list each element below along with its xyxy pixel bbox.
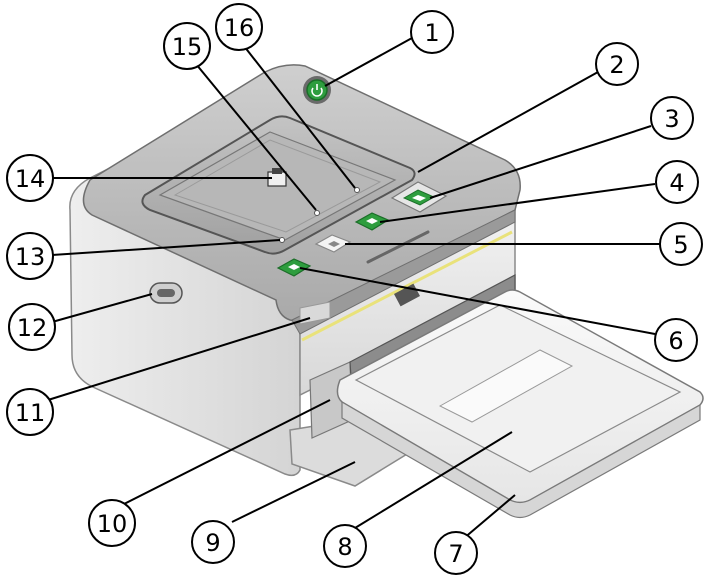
callout-label: 1 xyxy=(424,19,439,47)
leader-11 xyxy=(47,317,311,401)
leader-12 xyxy=(51,293,153,323)
leader-lines xyxy=(47,37,660,540)
callout-12: 12 xyxy=(8,303,56,351)
leader-10 xyxy=(121,399,331,506)
leader-15 xyxy=(195,63,317,211)
leader-6 xyxy=(299,267,656,335)
callout-10: 10 xyxy=(88,499,136,547)
dock-cover-inset xyxy=(173,139,382,233)
leader-2 xyxy=(417,71,599,173)
leader-13 xyxy=(51,239,281,256)
usb-port-icon[interactable] xyxy=(149,282,183,304)
leader-8 xyxy=(354,431,513,529)
leader-3 xyxy=(429,125,652,199)
callout-1: 1 xyxy=(410,10,454,54)
paper-tray-handle xyxy=(438,349,574,423)
callout-label: 6 xyxy=(668,327,683,355)
callout-label: 5 xyxy=(673,231,688,259)
callout-14: 14 xyxy=(6,154,54,202)
dock-connector-icon[interactable] xyxy=(267,168,287,187)
callout-label: 15 xyxy=(172,33,203,61)
callout-label: 2 xyxy=(609,51,624,79)
callout-9: 9 xyxy=(191,520,235,564)
navigation-pad-icon[interactable] xyxy=(390,181,448,213)
cancel-button-icon[interactable] xyxy=(314,234,352,253)
callout-label: 14 xyxy=(15,165,46,193)
leader-9 xyxy=(231,461,356,523)
print-button-icon[interactable] xyxy=(354,212,390,231)
callout-8: 8 xyxy=(323,524,367,568)
status-light-16 xyxy=(354,187,360,193)
callout-6: 6 xyxy=(654,318,698,362)
status-light-13 xyxy=(279,237,285,243)
printer-front-lip xyxy=(291,209,516,335)
leader-7 xyxy=(462,494,516,540)
callout-16: 16 xyxy=(215,3,263,51)
callout-5: 5 xyxy=(659,222,703,266)
callout-3: 3 xyxy=(650,96,694,140)
callout-7: 7 xyxy=(434,531,478,575)
callout-4: 4 xyxy=(655,160,699,204)
paper-tray-front xyxy=(341,400,701,519)
callout-label: 8 xyxy=(337,533,352,561)
callout-11: 11 xyxy=(6,388,54,436)
callout-13: 13 xyxy=(6,232,54,280)
leader-1 xyxy=(324,37,413,87)
callout-label: 3 xyxy=(664,105,679,133)
auto-fix-button-icon[interactable] xyxy=(276,258,312,277)
power-button-icon[interactable] xyxy=(303,76,331,104)
callout-label: 11 xyxy=(15,399,46,427)
callout-label: 7 xyxy=(448,540,463,568)
callout-2: 2 xyxy=(595,42,639,86)
callout-label: 12 xyxy=(17,314,48,342)
led-light-bar xyxy=(301,230,513,342)
callout-label: 13 xyxy=(15,243,46,271)
callout-label: 9 xyxy=(205,529,220,557)
leader-4 xyxy=(379,183,656,223)
callout-label: 16 xyxy=(224,14,255,42)
paper-slot xyxy=(366,230,430,264)
callout-label: 10 xyxy=(97,510,128,538)
callout-label: 4 xyxy=(669,169,684,197)
status-light-15 xyxy=(314,210,320,216)
callout-15: 15 xyxy=(163,22,211,70)
leader-16 xyxy=(243,45,356,189)
